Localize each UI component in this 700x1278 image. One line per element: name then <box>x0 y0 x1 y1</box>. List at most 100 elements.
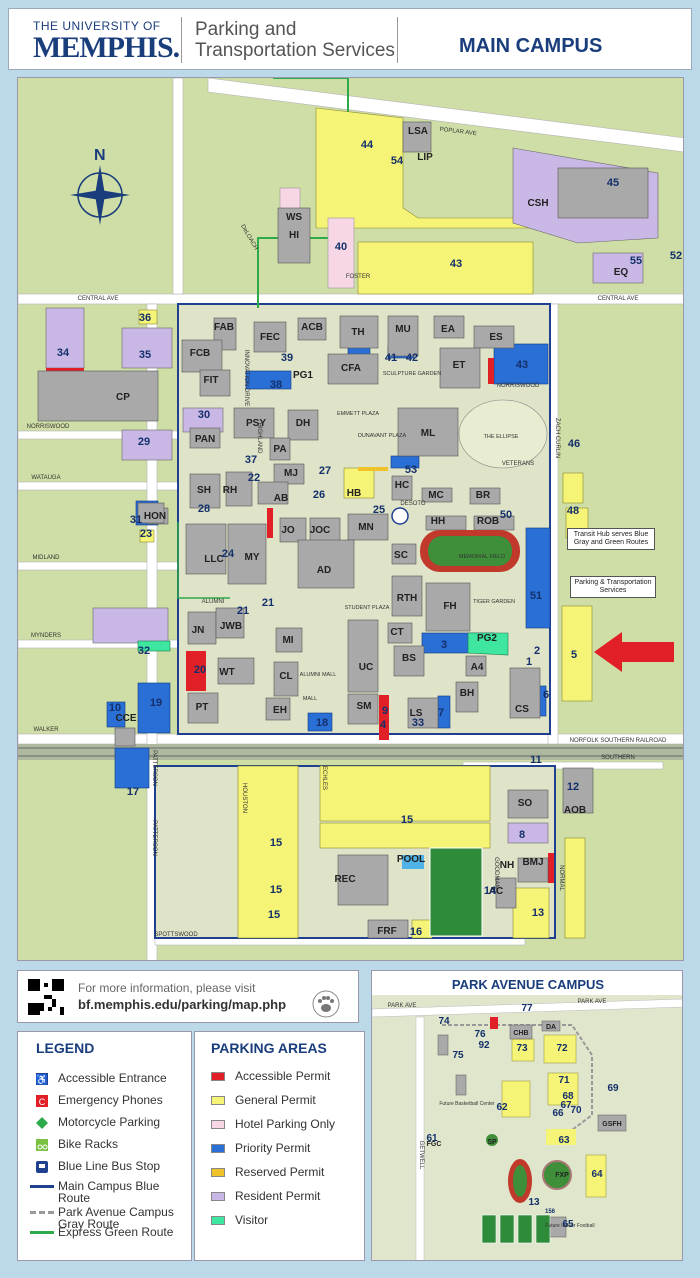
building-label: ES <box>489 332 503 343</box>
lot-number-label: 30 <box>198 409 210 421</box>
lot-number-label: 23 <box>140 528 152 540</box>
place-label: MALL <box>303 696 317 702</box>
lot-number-label: 36 <box>139 312 151 324</box>
parking-area-label: Priority Permit <box>235 1141 311 1155</box>
lot-number-label: 61 <box>426 1133 438 1144</box>
route-line-swatch <box>30 1231 54 1234</box>
department-name: Parking and Transportation Services <box>195 19 395 61</box>
lot-number-label: 13 <box>532 907 544 919</box>
building-label: MI <box>282 635 293 646</box>
building-label: JWB <box>220 621 242 632</box>
parking-area-label: Accessible Permit <box>235 1069 331 1083</box>
lot-number-label: 76 <box>474 1029 486 1040</box>
lot-number-label: 1 <box>526 656 532 668</box>
lot-number-label: 34 <box>57 347 70 359</box>
parking-color-swatch <box>211 1216 225 1225</box>
lot-number-label: 2 <box>534 645 540 657</box>
lot-number-label: 73 <box>516 1043 528 1054</box>
road-label: GOODMAN <box>493 857 499 889</box>
university-line1: THE UNIVERSITY OF <box>33 19 161 33</box>
lot-number-label: 15 <box>270 837 282 849</box>
place-label: Future Indoor Football <box>545 1223 594 1229</box>
building-label: BS <box>402 653 416 664</box>
legend-item-label: Park Avenue Campus Gray Route <box>58 1205 174 1231</box>
lot-number-label: 41 <box>385 352 397 364</box>
lot-number-label: 32 <box>138 645 150 657</box>
parking-area-label: Reserved Permit <box>235 1165 325 1179</box>
parking-area-label: General Permit <box>235 1093 316 1107</box>
place-label: STUDENT PLAZA <box>345 605 390 611</box>
lot-number-label: 19 <box>150 697 162 709</box>
legend-item-label: Express Green Route <box>58 1225 174 1239</box>
parking-color-swatch <box>211 1072 225 1081</box>
north-label: N <box>94 147 106 164</box>
park-avenue-campus-map[interactable]: PARK AVENUE CAMPUS <box>371 970 683 1261</box>
road-label: ECHLES <box>321 766 327 790</box>
road-label: CENTRAL AVE <box>598 296 639 302</box>
building-label: CSH <box>527 198 548 209</box>
lot-number-label: 40 <box>335 241 347 253</box>
building-label: JO <box>281 525 295 536</box>
building-label: POOL <box>397 854 425 865</box>
building-label: CT <box>390 627 403 638</box>
lot-number-label: 28 <box>198 503 210 515</box>
lot-number-label: 26 <box>313 489 325 501</box>
building-label: CL <box>279 671 292 682</box>
lot-labels: 1234567891011121314151515151617181920212… <box>18 78 682 938</box>
parking-color-swatch <box>211 1168 225 1177</box>
lot-number-label: 21 <box>262 597 274 609</box>
building-label: ACB <box>301 322 323 333</box>
building-label: RTH <box>397 593 418 604</box>
road-label: PARK AVE <box>578 999 607 1005</box>
parking-area-label: Hotel Parking Only <box>235 1117 336 1131</box>
red-arrow-icon <box>594 632 674 672</box>
lot-number-label: 77 <box>521 1003 533 1014</box>
bus-icon <box>36 1160 48 1178</box>
building-label: PG1 <box>293 370 313 381</box>
lot-number-label: 13 <box>528 1197 540 1208</box>
road-label: NORFOLK SOUTHERN RAILROAD <box>570 738 667 744</box>
parking-color-swatch <box>211 1120 225 1129</box>
building-label: AC <box>489 886 503 897</box>
building-label: FRF <box>377 926 396 937</box>
building-label: EQ <box>614 267 629 278</box>
road-label: FOSTER <box>346 274 371 280</box>
lot-number-label: 54 <box>391 155 404 167</box>
lot-number-label: 53 <box>405 464 417 476</box>
motorcycle-icon <box>36 1116 48 1134</box>
road-label: WALKER <box>33 727 59 733</box>
place-label: MEMORIAL FIELD <box>459 554 505 560</box>
place-label: EMMETT PLAZA <box>337 411 379 417</box>
header-divider <box>181 17 182 63</box>
info-url-link[interactable]: bf.memphis.edu/parking/map.php <box>78 997 287 1012</box>
lot-number-label: 11 <box>530 754 542 766</box>
lot-number-label: 46 <box>568 438 580 450</box>
place-label: DUNAVANT PLAZA <box>358 433 407 439</box>
building-label: PSY <box>246 418 266 429</box>
building-label: MC <box>428 490 444 501</box>
legend-item-label: Blue Line Bus Stop <box>58 1159 161 1173</box>
compass-rose-icon <box>70 165 130 225</box>
lot-number-label: 39 <box>281 352 293 364</box>
qr-code-icon[interactable] <box>28 979 64 1015</box>
lot-number-label: 37 <box>245 454 257 466</box>
road-label: HOUSTON <box>241 783 247 813</box>
road-label: INNOVATION DRIVE <box>243 350 249 406</box>
building-label: FIT <box>204 375 219 386</box>
lot-number-label: 8 <box>519 829 525 841</box>
place-label: THE ELLIPSE <box>484 434 519 440</box>
road-label: POPLAR AVE <box>439 127 477 137</box>
map-canvas[interactable]: N WSHILSALIPCSHEQFABFECACBTHMUEAESFCBFIT… <box>18 78 684 961</box>
building-label: BR <box>476 490 491 501</box>
campus-title: MAIN CAMPUS <box>459 35 603 57</box>
parking-color-swatch <box>211 1096 225 1105</box>
building-label: HON <box>144 511 166 522</box>
building-label: GSFH <box>602 1121 621 1128</box>
road-label: PATTERSON <box>151 820 157 856</box>
building-label: PT <box>196 702 209 713</box>
lot-number-label: 18 <box>316 717 328 729</box>
lot-number-label: 27 <box>319 465 331 477</box>
